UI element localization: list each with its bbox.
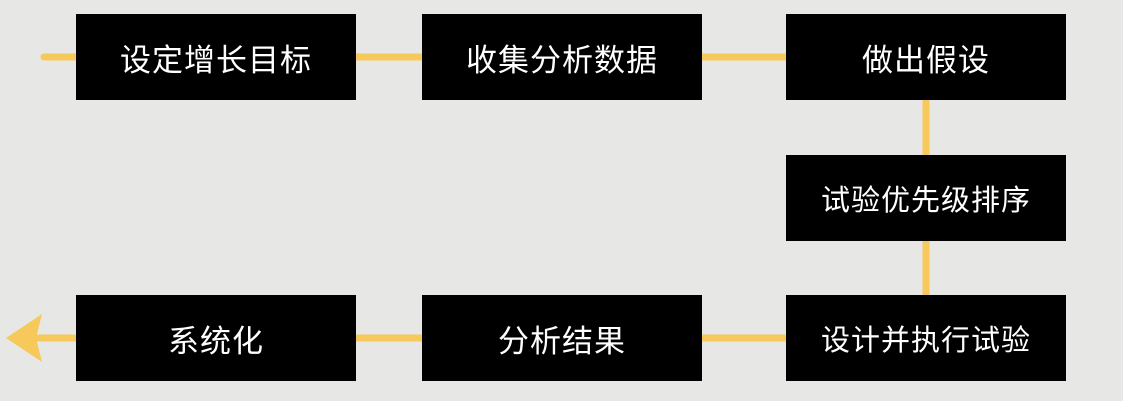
step-prioritize-experiments: 试验优先级排序 bbox=[786, 155, 1066, 241]
step-systematize: 系统化 bbox=[76, 295, 356, 381]
step-label: 系统化 bbox=[168, 323, 264, 360]
step-label: 设定增长目标 bbox=[120, 42, 312, 79]
arrow-left-icon bbox=[6, 314, 42, 362]
step-label: 设计并执行试验 bbox=[820, 323, 1031, 357]
step-label: 做出假设 bbox=[862, 42, 990, 79]
step-label: 收集分析数据 bbox=[466, 42, 658, 79]
step-collect-analyze-data: 收集分析数据 bbox=[422, 14, 702, 100]
step-set-growth-goal: 设定增长目标 bbox=[76, 14, 356, 100]
step-analyze-results: 分析结果 bbox=[422, 295, 702, 381]
step-label: 分析结果 bbox=[498, 323, 626, 360]
step-label: 试验优先级排序 bbox=[820, 183, 1031, 217]
step-design-run-experiment: 设计并执行试验 bbox=[786, 295, 1066, 381]
step-make-hypothesis: 做出假设 bbox=[786, 14, 1066, 100]
